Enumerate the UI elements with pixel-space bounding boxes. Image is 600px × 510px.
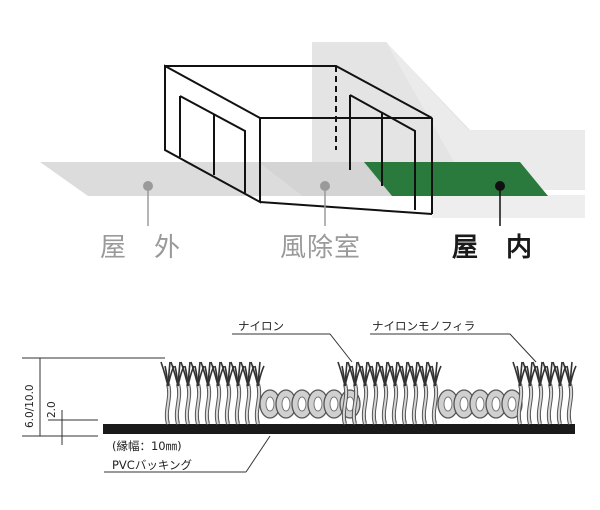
nylon-fiber xyxy=(434,365,442,387)
windbreak-room-label: 風除室 xyxy=(280,233,361,263)
nylon-tuft-stem-highlight xyxy=(215,383,221,425)
nylon-fiber xyxy=(257,365,265,387)
monofilament-loop-inner xyxy=(459,396,469,412)
edge-width-callout: (縁幅：10㎜) xyxy=(112,439,182,453)
monofilament-loop-inner xyxy=(491,396,501,412)
nylon-callout: ナイロン xyxy=(238,319,284,333)
nylon-tuft-stem-highlight xyxy=(175,383,181,425)
nylon-monofilament-callout: ナイロンモノフィラ xyxy=(372,319,475,333)
nylon-tuft-stem-highlight xyxy=(352,383,358,425)
nylon-tuft-stem-highlight xyxy=(517,383,523,425)
back-wall xyxy=(312,42,470,190)
nylon-tuft-stem-highlight xyxy=(547,383,553,425)
nylon-tuft-stem-highlight xyxy=(255,383,261,425)
nylon-tuft-stem-highlight xyxy=(557,383,563,425)
nylon-tuft-stem-highlight xyxy=(185,383,191,425)
nylon-tuft-stem-highlight xyxy=(412,383,418,425)
lower-wall xyxy=(432,195,585,218)
nylon-tuft-stem-highlight xyxy=(527,383,533,425)
nylon-tuft-stem-highlight xyxy=(392,383,398,425)
pvc-backing xyxy=(103,424,575,434)
nylon-tuft-stem-highlight xyxy=(432,383,438,425)
pile-fibers xyxy=(160,361,577,425)
indoor-mat xyxy=(364,162,548,196)
nylon-tuft-stem-highlight xyxy=(422,383,428,425)
outdoor-floor xyxy=(40,162,302,196)
nylon-tuft-stem-highlight xyxy=(245,383,251,425)
mat-cross-section: 6.0/10.0 2.0 ナイロン ナイロンモノフィラ (縁幅：10㎜) PVC… xyxy=(22,319,577,473)
nylon-tuft-stem-highlight xyxy=(165,383,171,425)
building-illustration: 屋 外 風除室 屋 内 xyxy=(40,42,585,263)
nylon-tuft-stem-highlight xyxy=(225,383,231,425)
nylon-tuft-stem-highlight xyxy=(567,383,573,425)
nylon-tuft-stem-highlight xyxy=(372,383,378,425)
nylon-tuft-stem-highlight xyxy=(342,383,348,425)
monofilament-loop-inner xyxy=(281,396,291,412)
monofilament-loop-inner xyxy=(297,396,307,412)
indoor-label: 屋 内 xyxy=(452,233,533,263)
monofilament-loop-inner xyxy=(313,396,323,412)
windbreak-room-box xyxy=(164,64,433,215)
right-wall xyxy=(386,42,585,190)
monofilament-loop-inner xyxy=(475,396,485,412)
pvc-backing-callout: PVCバッキング xyxy=(112,458,192,472)
pile-height-dimension: 6.0/10.0 xyxy=(24,384,36,428)
nylon-tuft-stem-highlight xyxy=(205,383,211,425)
backing-thickness-dimension: 2.0 xyxy=(46,401,58,418)
nylon-tuft-stem-highlight xyxy=(402,383,408,425)
nylon-tuft-stem-highlight xyxy=(195,383,201,425)
nylon-fiber xyxy=(569,365,577,387)
monofilament-loop-inner xyxy=(507,396,517,412)
monofilament-loop-inner xyxy=(443,396,453,412)
nylon-tuft-stem-highlight xyxy=(537,383,543,425)
dimension-lines xyxy=(22,357,165,445)
nylon-tuft-stem-highlight xyxy=(382,383,388,425)
nylon-tuft-stem-highlight xyxy=(235,383,241,425)
callout-lines xyxy=(104,333,537,473)
monofilament-loop-inner xyxy=(265,396,275,412)
monofilament-loop-inner xyxy=(329,396,339,412)
windbreak-floor xyxy=(258,162,392,196)
zone-markers xyxy=(143,181,505,226)
nylon-tuft-stem-highlight xyxy=(362,383,368,425)
outdoor-label: 屋 外 xyxy=(100,233,181,263)
